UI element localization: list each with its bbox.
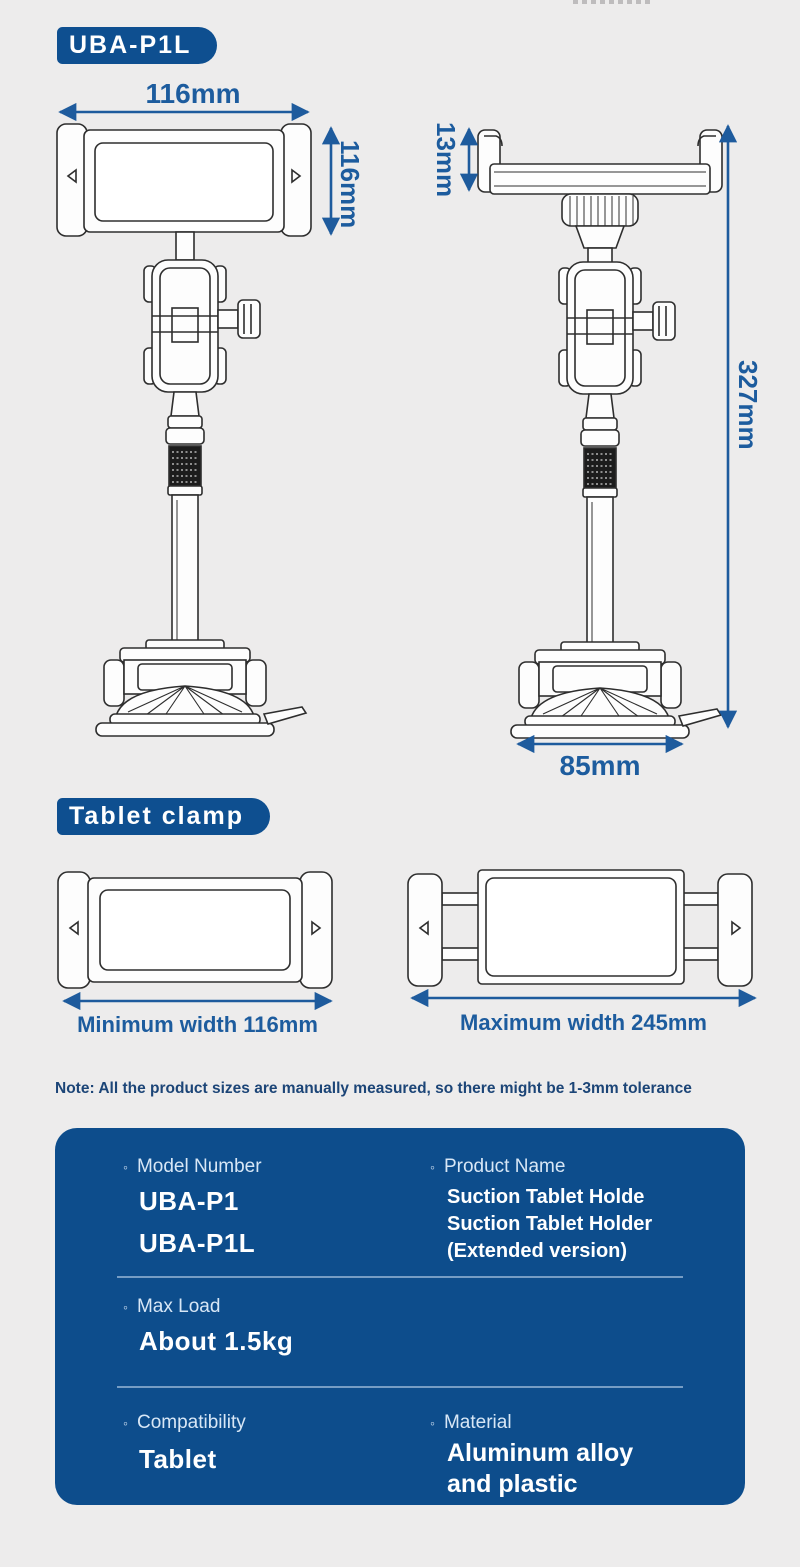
model-number-value-2: UBA-P1L (139, 1228, 256, 1258)
max-load-label: ◦ Max Load (123, 1296, 221, 1317)
panel-divider (117, 1276, 683, 1278)
tablet-clamp-badge: Tablet clamp (57, 798, 270, 835)
max-load-value: About 1.5kg (139, 1326, 294, 1356)
max-width-label: Maximum width 245mm (460, 1010, 707, 1035)
side-depth-label: 13mm (431, 122, 461, 198)
panel-divider (117, 1386, 683, 1388)
material-label: ◦ Material (430, 1412, 512, 1433)
bullet-icon: ◦ (123, 1415, 128, 1431)
bullet-icon: ◦ (123, 1159, 128, 1175)
compatibility-value: Tablet (139, 1444, 217, 1474)
dimension-arrows (58, 102, 757, 1011)
front-height-label: 116mm (335, 139, 365, 229)
base-width-label: 85mm (559, 750, 641, 781)
model-badge: UBA-P1L (57, 27, 218, 64)
compatibility-label: ◦ Compatibility (123, 1412, 246, 1433)
cropped-text-remnant (573, 0, 651, 4)
side-height-label: 327mm (733, 360, 763, 450)
bullet-icon: ◦ (123, 1299, 128, 1315)
model-number-label: ◦ Model Number (123, 1156, 262, 1177)
spec-panel: ◦ Model Number UBA-P1 UBA-P1L ◦ Product … (55, 1128, 745, 1505)
clamp-max-drawing (407, 869, 753, 987)
tolerance-note: Note: All the product sizes are manually… (55, 1080, 692, 1097)
product-name-label: ◦ Product Name (430, 1156, 566, 1177)
product-name-value: Suction Tablet Holde Suction Tablet Hold… (447, 1186, 653, 1262)
material-value: Aluminum alloy and plastic (447, 1439, 634, 1498)
clamp-min-drawing (57, 871, 333, 989)
bullet-icon: ◦ (430, 1415, 435, 1431)
bullet-icon: ◦ (430, 1159, 435, 1175)
min-width-label: Minimum width 116mm (77, 1012, 318, 1037)
side-view-drawing (477, 129, 723, 739)
model-number-value-1: UBA-P1 (139, 1186, 239, 1216)
front-view-drawing (56, 123, 312, 737)
front-width-label: 116mm (145, 78, 241, 109)
